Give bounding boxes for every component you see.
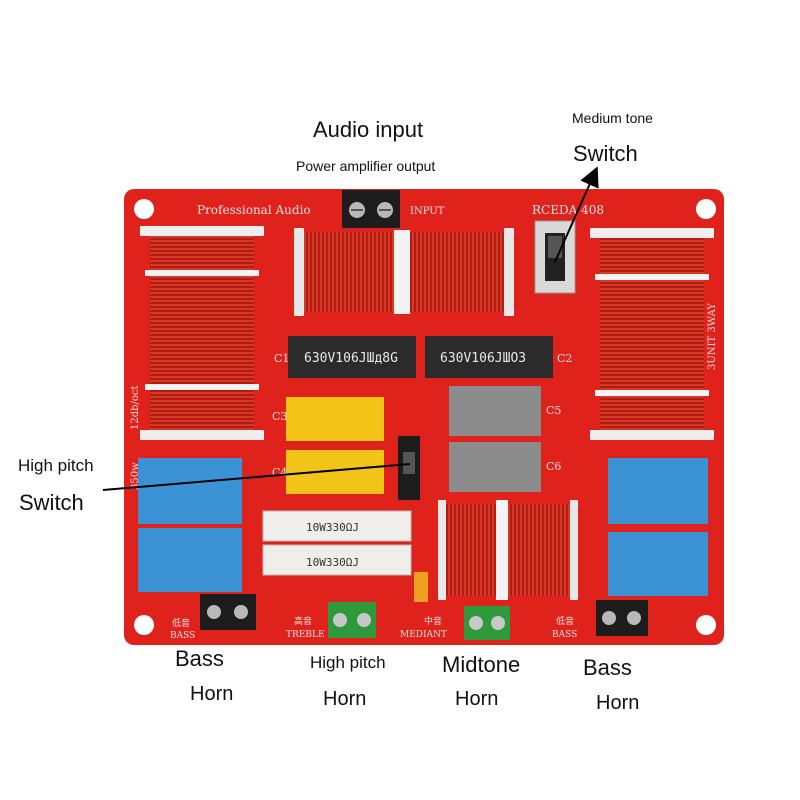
c4-label: C4: [272, 466, 287, 479]
small-capacitor: [414, 572, 428, 602]
bass-left-label: Bass: [175, 646, 224, 671]
bass-left-cn-silk: 低音: [172, 617, 190, 629]
mount-hole-bl: [134, 615, 154, 635]
svg-text:630V106JШд8G: 630V106JШд8G: [304, 351, 398, 366]
capacitor-blue-left-top: [138, 458, 242, 524]
capacitor-c5: [449, 386, 541, 436]
bass-right-cn-silk: 低音: [556, 615, 574, 627]
audio-input-label: Audio input: [313, 117, 424, 142]
capacitor-blue-right-bottom: [608, 532, 708, 596]
c1-label: C1: [274, 352, 289, 365]
c5-label: C5: [546, 404, 561, 417]
medium-tone-label: Medium tone: [572, 110, 653, 126]
bass-left-en-silk: BASS: [170, 631, 195, 641]
power-silkscreen: 350w: [130, 462, 141, 490]
svg-text:630V106JШOЗ: 630V106JШOЗ: [440, 351, 526, 366]
bass-coil-right: [590, 228, 714, 440]
capacitor-c6: [449, 442, 541, 492]
midtone-label: Midtone: [442, 652, 521, 677]
slope-silkscreen: 12db/oct: [130, 385, 141, 430]
bass-left-horn-label: Horn: [190, 683, 234, 705]
high-pitch-bottom-label: High pitch: [310, 653, 386, 672]
treble-en-silk: TREBLE: [286, 630, 325, 640]
mediant-en-silk: MEDIANT: [400, 630, 447, 640]
bass-right-label: Bass: [583, 655, 632, 680]
bass-right-en-silk: BASS: [552, 630, 577, 640]
high-pitch-pointer-line: [102, 463, 411, 491]
capacitor-blue-left-bottom: [138, 528, 242, 592]
c3-label: C3: [272, 410, 287, 423]
mediant-terminal: [464, 606, 510, 640]
high-pitch-switch-label: Switch: [19, 490, 84, 515]
resistor-1: 10W330ΩJ: [262, 510, 412, 542]
power-amplifier-output-label: Power amplifier output: [296, 158, 436, 174]
high-pitch-label: High pitch: [18, 456, 94, 475]
mount-hole-tr: [696, 199, 716, 219]
mediant-cn-silk: 中音: [424, 615, 442, 627]
treble-cn-silk: 高音: [294, 615, 312, 627]
resistor-2: 10W330ΩJ: [262, 544, 412, 576]
svg-text:10W330ΩJ: 10W330ΩJ: [306, 556, 359, 569]
model-silkscreen: RCEDA 408: [532, 203, 604, 217]
capacitor-c4: [286, 450, 384, 494]
capacitor-c3: [286, 397, 384, 441]
input-silkscreen: INPUT: [410, 206, 445, 217]
tweeter-coil-top: [294, 228, 514, 316]
high-pitch-switch[interactable]: [398, 436, 420, 500]
3unit-3way-silkscreen: 3UNIT 3WAY: [707, 303, 718, 370]
c2-label: C2: [557, 352, 572, 365]
bass-coil-left: [140, 226, 264, 440]
capacitor-c2: 630V106JШOЗ: [425, 336, 553, 378]
midrange-coil: [438, 500, 578, 600]
capacitor-blue-right-top: [608, 458, 708, 524]
bass-terminal-right: [596, 600, 648, 636]
bass-terminal-left: [200, 594, 256, 630]
medium-tone-switch-label: Switch: [573, 141, 638, 166]
input-terminal: [342, 190, 400, 228]
svg-text:10W330ΩJ: 10W330ΩJ: [306, 521, 359, 534]
bass-right-horn-label: Horn: [596, 692, 640, 714]
mount-hole-br: [696, 615, 716, 635]
midtone-horn-label: Horn: [455, 688, 499, 710]
c6-label: C6: [546, 460, 561, 473]
brand-silkscreen: Professional Audio: [197, 203, 311, 217]
mount-hole-tl: [134, 199, 154, 219]
medium-tone-arrow: [554, 166, 599, 263]
high-pitch-horn-label: Horn: [323, 688, 367, 710]
capacitor-c1: 630V106JШд8G: [288, 336, 416, 378]
treble-terminal: [328, 602, 376, 638]
